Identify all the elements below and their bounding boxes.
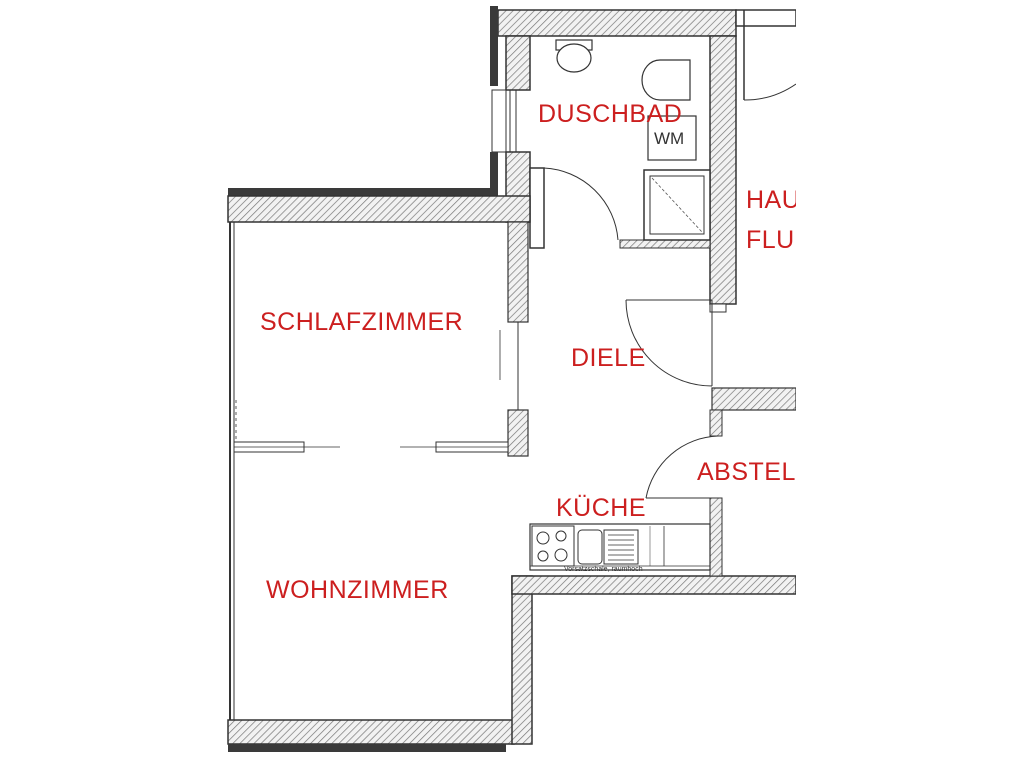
room-label-wohnzimmer: WOHNZIMMER bbox=[266, 576, 449, 604]
room-label-kueche: KÜCHE bbox=[556, 494, 647, 522]
room-label-hausflur-line1: HAUS bbox=[746, 188, 796, 213]
outer-walls bbox=[227, 188, 796, 752]
room-label-abstell: ABSTELL bbox=[697, 460, 796, 485]
room-label-hausflur-2: FLUR bbox=[746, 228, 796, 253]
bathroom-walls bbox=[490, 6, 796, 305]
interior-walls bbox=[233, 221, 796, 577]
washing-machine-label: WM bbox=[654, 129, 685, 148]
room-label-diele: DIELE bbox=[571, 344, 646, 372]
room-label-hausflur-1: HAUS bbox=[746, 188, 796, 213]
room-label-abstell-text: ABSTELL bbox=[697, 460, 796, 485]
kitchen-counter bbox=[529, 523, 711, 571]
room-label-schlafzimmer: SCHLAFZIMMER bbox=[260, 308, 464, 336]
kitchen-note: Vorsatzschale, raumhoch bbox=[564, 566, 643, 573]
bathroom-fixtures bbox=[543, 39, 711, 248]
room-label-duschbad: DUSCHBAD bbox=[538, 100, 683, 128]
room-label-hausflur-line2: FLUR bbox=[746, 228, 796, 253]
